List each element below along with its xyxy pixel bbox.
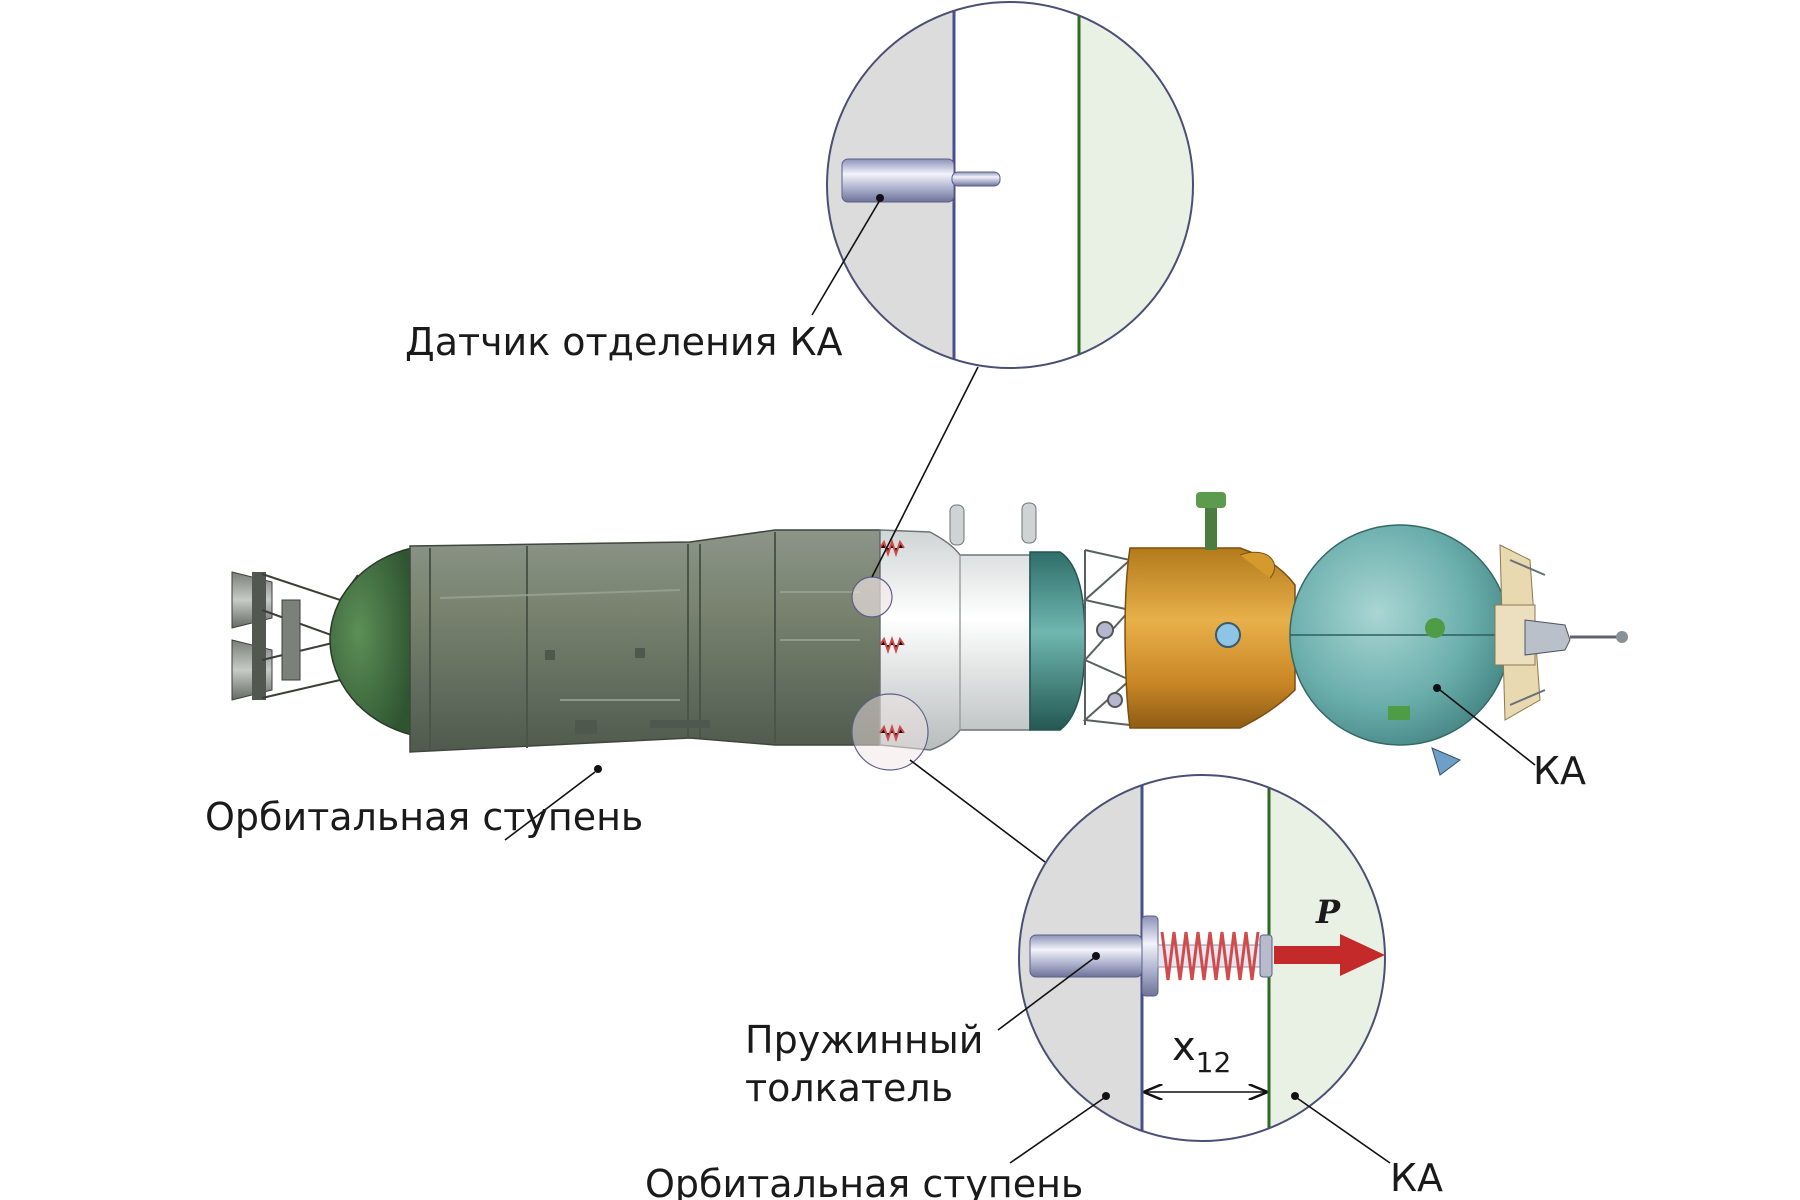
rocket-assembly [231, 492, 1628, 776]
distance-label-base: x [1172, 1024, 1196, 1070]
spring-icon [1160, 931, 1260, 981]
distance-label-subscript: 12 [1196, 1046, 1232, 1079]
spring-pusher-label-line1: Пружинный [745, 1018, 984, 1062]
orbital-stage-dome [329, 547, 413, 736]
teal-service-module [1029, 551, 1086, 731]
sensor-pin-icon [841, 158, 1001, 203]
pusher-zoom-detail [1018, 774, 1386, 1142]
leader-lines [504, 194, 1536, 1164]
orbital-stage-label: Орбитальная ступень [205, 795, 643, 839]
distance-label: x12 [1172, 1024, 1231, 1079]
sensor-zoom-detail [826, 1, 1194, 369]
force-arrow [1274, 934, 1385, 976]
force-label: P [1315, 893, 1341, 931]
engine-nozzles [231, 571, 359, 706]
sensor-highlight-circle [851, 576, 893, 618]
ka-label: КА [1533, 749, 1586, 793]
ka-detail-label: КА [1390, 1156, 1443, 1200]
spring-pusher-label-line2: толкатель [745, 1066, 953, 1110]
orbital-stage-detail-label: Орбитальная ступень [645, 1162, 1083, 1200]
truss-adapter [1082, 549, 1133, 726]
sensor-label: Датчик отделения КА [405, 320, 842, 364]
